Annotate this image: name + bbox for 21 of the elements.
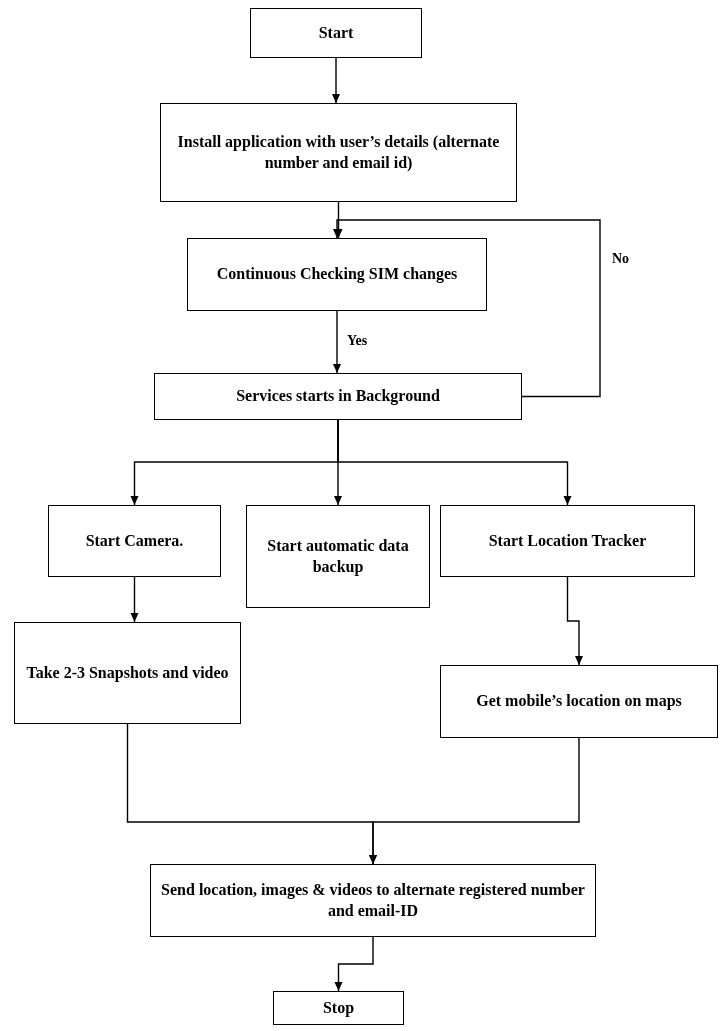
arrow bbox=[337, 419, 572, 506]
process-box: Services starts in Background bbox=[154, 373, 522, 420]
process-box: Install application with user’s details (alternate number and email id) bbox=[160, 103, 517, 202]
arrow bbox=[566, 576, 583, 666]
process-box: Start Camera. bbox=[48, 505, 221, 577]
arrow bbox=[333, 310, 341, 374]
process-box: Continuous Checking SIM changes bbox=[187, 238, 487, 311]
process-box: Send location, images & videos to alternate registered number and email-ID bbox=[150, 864, 596, 937]
process-box: Get mobile’s location on maps bbox=[440, 665, 718, 738]
arrow bbox=[333, 219, 601, 398]
process-box: Start automatic data backup bbox=[246, 505, 430, 608]
process-box: Start Location Tracker bbox=[440, 505, 695, 577]
arrow bbox=[130, 576, 139, 623]
arrow bbox=[369, 737, 580, 865]
process-box: Start bbox=[250, 8, 422, 58]
arrow bbox=[332, 57, 340, 104]
arrow bbox=[334, 936, 374, 992]
edge-label: No bbox=[610, 252, 632, 266]
process-box: Take 2-3 Snapshots and video bbox=[14, 622, 241, 724]
edge-label: Yes bbox=[345, 334, 370, 348]
process-box: Stop bbox=[273, 991, 404, 1025]
